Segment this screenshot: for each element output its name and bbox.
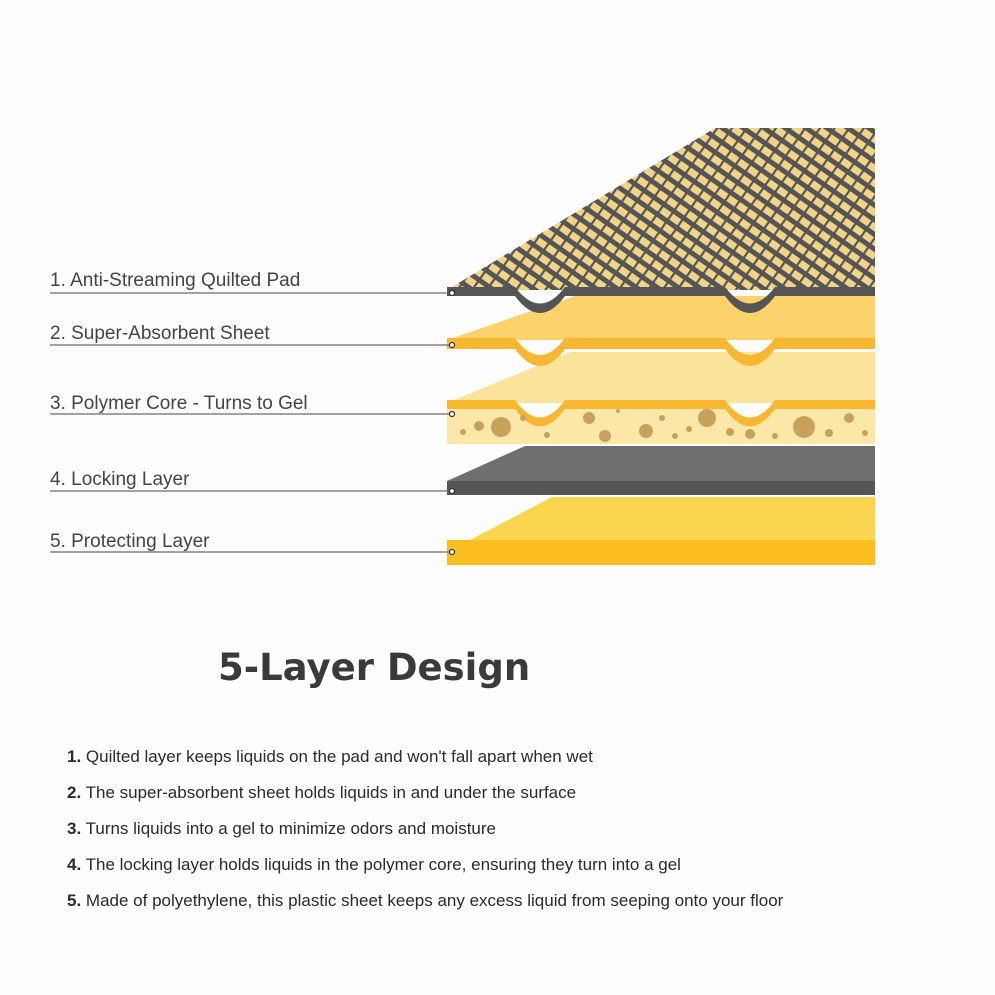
page-title: 5-Layer Design [218, 646, 531, 689]
leader-dot [448, 410, 456, 418]
feature-item: 2. The super-absorbent sheet holds liqui… [67, 776, 787, 809]
quilted-pad-layer [447, 128, 875, 313]
label-anti-streaming: 1. Anti-Streaming Quilted Pad [50, 270, 456, 297]
feature-number: 4. [67, 855, 82, 874]
layer-label: 1. Anti-Streaming Quilted Pad [50, 270, 300, 291]
leader-dot [448, 341, 456, 349]
layer-label: 2. Super-Absorbent Sheet [50, 323, 270, 344]
feature-number: 2. [67, 783, 82, 802]
gel-granules [460, 409, 868, 442]
label-protecting-layer: 5. Protecting Layer [50, 531, 456, 556]
polymer-core-layer [447, 352, 875, 444]
protecting-layer [447, 497, 875, 565]
feature-text: Quilted layer keeps liquids on the pad a… [85, 747, 593, 766]
feature-number: 1. [67, 747, 82, 766]
feature-number: 5. [67, 891, 82, 910]
feature-text: Made of polyethylene, this plastic sheet… [85, 891, 784, 910]
locking-layer [447, 446, 875, 495]
layer-label: 3. Polymer Core - Turns to Gel [50, 393, 308, 414]
feature-item: 5. Made of polyethylene, this plastic sh… [67, 884, 787, 917]
label-polymer-core: 3. Polymer Core - Turns to Gel [50, 393, 456, 418]
feature-item: 3. Turns liquids into a gel to minimize … [67, 812, 787, 845]
layer-label: 5. Protecting Layer [50, 531, 210, 552]
leader-dot [448, 548, 456, 556]
layer-label: 4. Locking Layer [50, 469, 190, 490]
feature-item: 4. The locking layer holds liquids in th… [67, 848, 787, 881]
feature-text: Turns liquids into a gel to minimize odo… [85, 819, 496, 838]
feature-number: 3. [67, 819, 82, 838]
feature-item: 1. Quilted layer keeps liquids on the pa… [67, 740, 787, 773]
feature-text: The locking layer holds liquids in the p… [85, 855, 681, 874]
feature-list: 1. Quilted layer keeps liquids on the pa… [67, 740, 787, 920]
layer-diagram: 1. Anti-Streaming Quilted Pad 2. Super-A… [50, 128, 875, 565]
label-locking-layer: 4. Locking Layer [50, 469, 456, 495]
label-super-absorbent: 2. Super-Absorbent Sheet [50, 323, 456, 349]
feature-text: The super-absorbent sheet holds liquids … [85, 783, 577, 802]
leader-dot [448, 289, 456, 297]
leader-dot [448, 487, 456, 495]
